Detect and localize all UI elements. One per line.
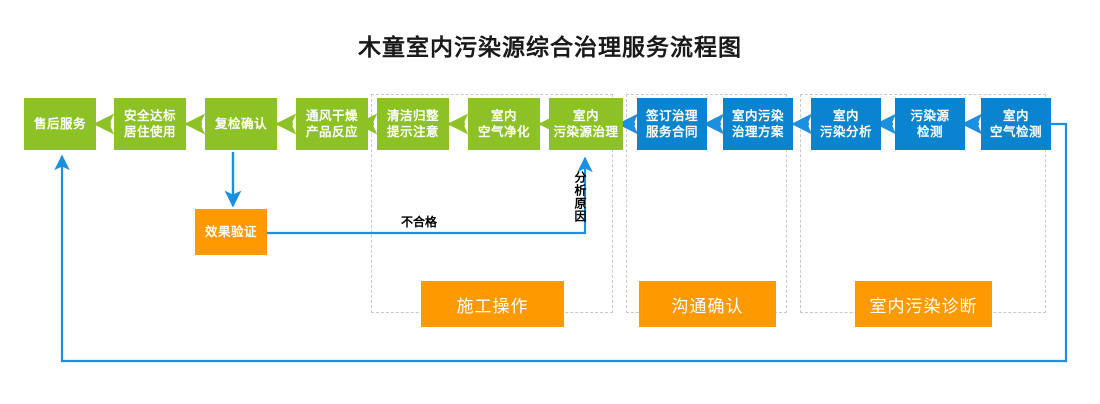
stage-diagnosis[interactable]: 室内污染诊断 [855,281,992,327]
node-label-line2: 提示注意 [386,124,439,139]
node-recheck-confirm[interactable]: 复检确认 [205,98,277,150]
stage-construction[interactable]: 施工操作 [421,281,564,327]
node-label-line2: 产品反应 [305,124,358,139]
node-label-line2: 服务合同 [645,124,698,139]
node-label-line1: 室内污染 [731,108,784,124]
node-pollution-analysis[interactable]: 室内 污染分析 [811,98,881,150]
node-label-line2: 空气检测 [989,124,1042,139]
node-label-line1: 室内 [490,108,517,124]
node-air-detection[interactable]: 室内 空气检测 [981,98,1051,150]
node-label-line1: 室内 [1002,108,1029,124]
stage-communication[interactable]: 沟通确认 [639,281,776,327]
node-ventilate-dry[interactable]: 通风干燥 产品反应 [296,98,368,150]
node-label-line1: 签订治理 [645,108,698,124]
edge-label-reason: 分析原因 [573,171,587,223]
node-treatment-plan[interactable]: 室内污染 治理方案 [723,98,793,150]
node-label-line2: 治理方案 [731,124,784,139]
node-clean-tidy[interactable]: 清洁归整 提示注意 [377,98,449,150]
node-source-treatment[interactable]: 室内 污染源治理 [549,98,623,150]
node-label-line2: 检测 [916,124,943,139]
node-effect-validation[interactable]: 效果验证 [195,209,267,255]
node-label-line1: 复检确认 [214,116,267,132]
edge-label-fail: 不合格 [401,215,438,229]
node-after-sales[interactable]: 售后服务 [24,98,96,150]
node-label-line1: 室内 [572,108,599,124]
node-label-line1: 通风干燥 [305,108,358,124]
node-label-line1: 室内 [832,108,859,124]
node-safe-occupancy[interactable]: 安全达标 居住使用 [114,98,186,150]
node-label-line1: 清洁归整 [386,108,439,124]
page-title: 木童室内污染源综合治理服务流程图 [358,35,742,61]
node-air-purify[interactable]: 室内 空气净化 [468,98,540,150]
node-label-line2: 空气净化 [477,124,530,139]
node-label-line1: 效果验证 [204,224,257,240]
node-sign-contract[interactable]: 签订治理 服务合同 [637,98,707,150]
node-source-detection[interactable]: 污染源 检测 [895,98,965,150]
node-label-line1: 安全达标 [123,108,176,124]
node-label-line2: 污染源治理 [553,124,619,139]
node-label-line2: 污染分析 [819,124,872,139]
node-label-line2: 居住使用 [123,124,176,139]
node-label-line1: 售后服务 [33,116,86,132]
node-label-line1: 污染源 [910,108,950,124]
